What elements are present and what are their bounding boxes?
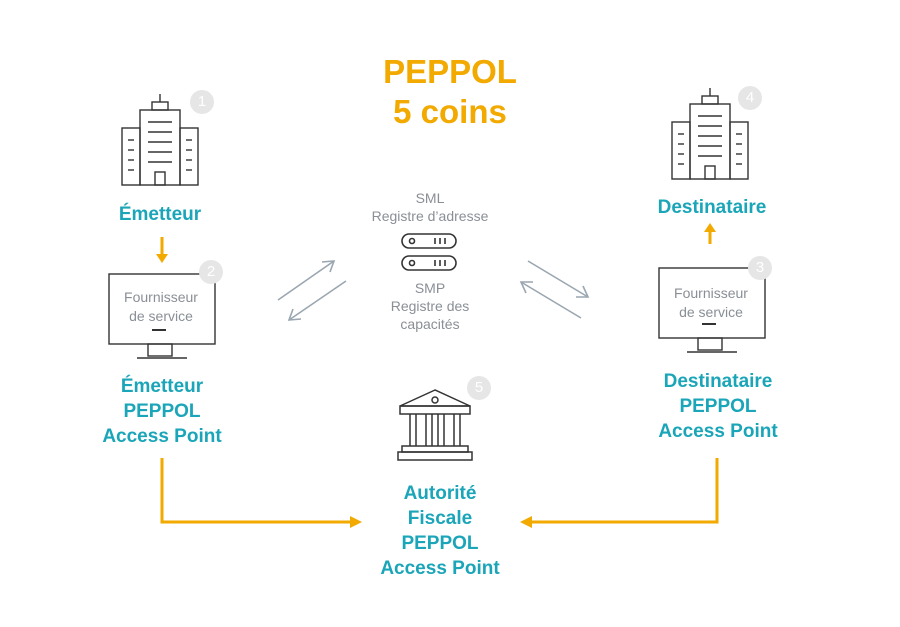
monitor-icon	[658, 267, 766, 353]
sender-to-tax-connector	[160, 458, 352, 524]
sender-label: Émetteur	[118, 204, 202, 225]
receiver-ap-label-2: PEPPOL	[679, 396, 757, 417]
tax-left-arrowhead	[350, 516, 362, 528]
receiver-ap-label-1: Destinataire	[663, 371, 773, 392]
building-icon	[121, 94, 199, 186]
badge-2: 2	[199, 260, 223, 284]
title-line-1: PEPPOL	[383, 53, 517, 90]
receiver-up-arrowhead	[704, 223, 716, 232]
sender-down-arrowhead	[156, 254, 168, 263]
receiver-to-tax-connector	[530, 458, 719, 524]
receiver-label: Destinataire	[657, 197, 767, 218]
tax-label-2: Fiscale	[407, 508, 473, 529]
sml-title: SML	[415, 190, 445, 206]
badge-1: 1	[190, 90, 214, 114]
badge-3: 3	[748, 256, 772, 280]
badge-5: 5	[467, 376, 491, 400]
tax-label-4: Access Point	[380, 558, 500, 579]
tax-right-arrowhead	[520, 516, 532, 528]
title-line-2: 5 coins	[393, 93, 507, 130]
bank-icon	[397, 389, 473, 461]
sender-ap-label-1: Émetteur	[120, 376, 204, 397]
receiver-monitor-line-1: Fournisseur	[674, 285, 748, 301]
monitor-icon	[108, 273, 216, 359]
smp-subtitle-1: Registre des	[390, 298, 470, 314]
tax-label-3: PEPPOL	[401, 533, 479, 554]
sender-ap-label-3: Access Point	[102, 426, 222, 447]
sender-monitor-line-1: Fournisseur	[124, 289, 198, 305]
server-icon	[401, 233, 457, 271]
sml-subtitle: Registre d’adresse	[371, 208, 489, 224]
sender-ap-label-2: PEPPOL	[123, 401, 201, 422]
left-double-arrow-icon	[277, 260, 347, 321]
sender-monitor-line-2: de service	[129, 308, 193, 324]
smp-title: SMP	[414, 280, 446, 296]
smp-subtitle-2: capacités	[400, 316, 460, 332]
tax-label-1: Autorité	[403, 483, 477, 504]
receiver-monitor-line-2: de service	[679, 304, 743, 320]
right-double-arrow-icon	[519, 260, 590, 319]
building-icon	[671, 88, 749, 180]
badge-4: 4	[738, 86, 762, 110]
receiver-ap-label-3: Access Point	[658, 421, 778, 442]
